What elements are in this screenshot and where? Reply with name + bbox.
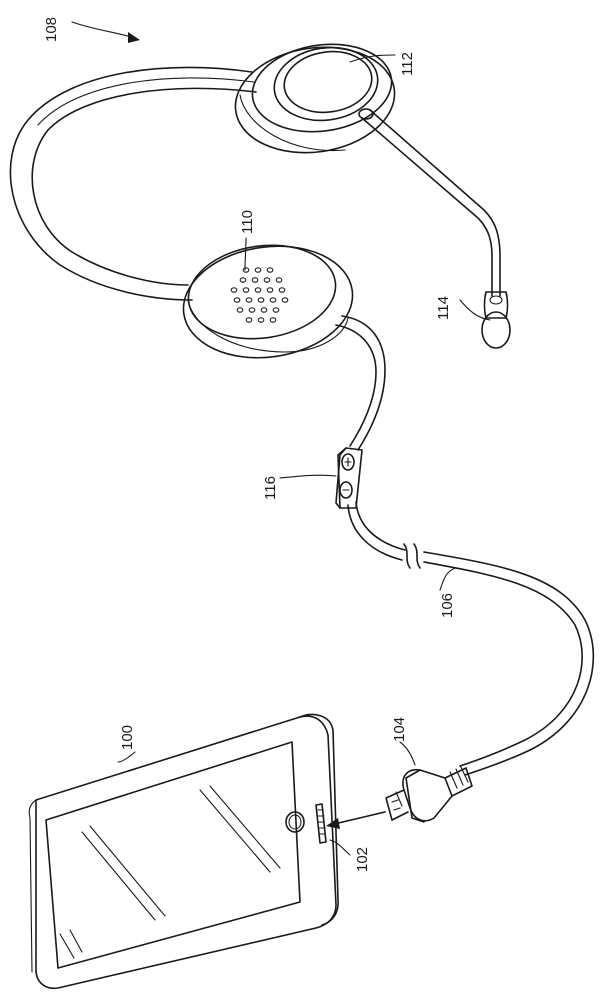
left-earcup [182, 244, 354, 359]
label-116: 116 [262, 476, 279, 500]
label-104: 104 [391, 717, 408, 742]
label-110: 110 [239, 210, 256, 234]
speaker-hole [275, 277, 283, 283]
speaker-hole [269, 317, 277, 323]
connector-plug [385, 766, 473, 823]
speaker-hole [230, 287, 238, 293]
headband [9, 66, 257, 301]
speaker-hole [239, 277, 247, 283]
speaker-hole [236, 307, 244, 313]
reference-labels: 108 112 110 114 116 106 100 104 102 [43, 17, 456, 872]
speaker-hole [245, 297, 253, 303]
speaker-hole [254, 287, 262, 293]
speaker-hole [269, 297, 277, 303]
speaker-hole [266, 267, 274, 273]
right-earcup [234, 43, 396, 154]
label-108: 108 [43, 17, 60, 42]
speaker-hole [251, 277, 259, 283]
speaker-hole [242, 267, 250, 273]
label-100: 100 [119, 725, 136, 750]
tablet-device [28, 713, 339, 990]
speaker-grille [230, 267, 289, 323]
microphone-boom [358, 108, 511, 349]
speaker-hole [272, 307, 280, 313]
label-106: 106 [439, 593, 456, 618]
speaker-hole [263, 277, 271, 283]
speaker-hole [245, 317, 253, 323]
speaker-hole [254, 267, 262, 273]
speaker-hole [266, 287, 274, 293]
inline-control [335, 447, 363, 509]
label-102: 102 [354, 847, 371, 872]
cable [335, 315, 595, 776]
speaker-hole [257, 297, 265, 303]
leader-lines [71, 21, 491, 856]
label-114: 114 [435, 296, 452, 320]
label-112: 112 [399, 52, 416, 76]
speaker-hole [257, 317, 265, 323]
speaker-hole [242, 287, 250, 293]
speaker-hole [248, 307, 256, 313]
speaker-hole [278, 287, 286, 293]
speaker-hole [281, 297, 289, 303]
speaker-hole [233, 297, 241, 303]
speaker-hole [260, 307, 268, 313]
